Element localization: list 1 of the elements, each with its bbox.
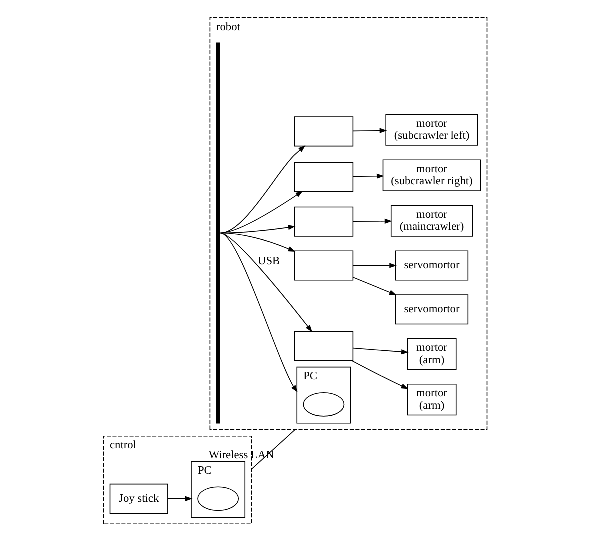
edge-label: USB: [258, 255, 280, 268]
